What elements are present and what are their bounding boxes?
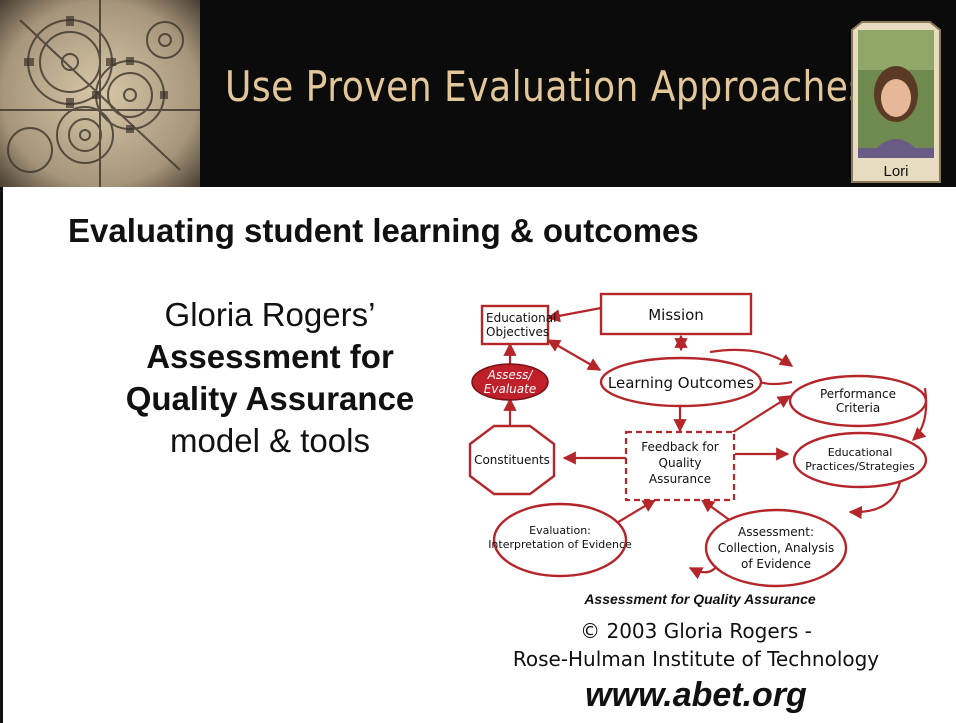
diagram-connectors bbox=[503, 306, 928, 580]
section-heading: Evaluating student learning & outcomes bbox=[68, 212, 699, 249]
node-assess-evaluate: Assess/ Evaluate bbox=[471, 363, 549, 401]
criteria-label-1: Performance bbox=[820, 387, 896, 401]
slide-title: Use Proven Evaluation Approaches bbox=[225, 62, 868, 111]
assess-label-2: Evaluate bbox=[484, 382, 536, 396]
evaluation-label-1: Evaluation: bbox=[529, 524, 591, 537]
assessment-cycle-diagram: Mission Educational Objectives Assess/ E… bbox=[468, 292, 928, 607]
arrow-mission-objectives bbox=[546, 306, 602, 323]
node-assessment: Assessment: Collection, Analysis of Evid… bbox=[704, 508, 848, 588]
author-line: Gloria Rogers’ bbox=[164, 296, 376, 333]
node-constituents: Constituents bbox=[468, 424, 556, 496]
diagram-caption: Assessment for Quality Assurance bbox=[583, 591, 816, 607]
header-bar: Use Proven Evaluation Approaches Lori bbox=[0, 0, 956, 187]
practices-label-1: Educational bbox=[828, 446, 893, 459]
mission-label: Mission bbox=[648, 306, 704, 324]
node-feedback: Feedback for Quality Assurance bbox=[624, 430, 736, 502]
feedback-label-3: Assurance bbox=[649, 472, 711, 486]
practices-label-2: Practices/Strategies bbox=[805, 460, 915, 473]
objectives-label-2: Objectives bbox=[486, 325, 549, 339]
feedback-label-2: Quality bbox=[659, 456, 702, 470]
arrow-feedback-criteria bbox=[729, 395, 792, 435]
arrow-outcomes-criteria bbox=[709, 348, 794, 367]
presenter-caption: Lori bbox=[883, 163, 909, 180]
model-tools-line: model & tools bbox=[170, 422, 370, 459]
assessment-label-3: of Evidence bbox=[741, 557, 811, 571]
model-name-line1: Assessment for bbox=[146, 338, 394, 375]
assess-label-1: Assess/ bbox=[487, 368, 535, 382]
source-url: www.abet.org bbox=[585, 676, 807, 714]
copyright-line2: Rose-Hulman Institute of Technology bbox=[512, 647, 880, 671]
model-name-line2: Quality Assurance bbox=[125, 380, 415, 417]
arrow-criteria-practices bbox=[912, 387, 928, 441]
outcomes-label: Learning Outcomes bbox=[608, 374, 754, 392]
node-learning-outcomes: Learning Outcomes bbox=[599, 356, 763, 408]
node-educational-practices: Educational Practices/Strategies bbox=[792, 431, 928, 489]
constituents-label: Constituents bbox=[474, 453, 550, 467]
arrow-objectives-outcomes bbox=[546, 339, 602, 371]
arrow-practices-assessment bbox=[848, 481, 902, 520]
node-educational-objectives: Educational Objectives bbox=[480, 304, 556, 346]
gears-illustration bbox=[0, 0, 200, 187]
presenter-photo bbox=[851, 21, 941, 183]
objectives-label-1: Educational bbox=[486, 311, 556, 325]
node-evaluation: Evaluation: Interpretation of Evidence bbox=[488, 502, 632, 578]
arrow-evaluation-feedback bbox=[614, 499, 657, 525]
arrow-outcomes-criteria-2 bbox=[759, 380, 793, 386]
copyright-block: © 2003 Gloria Rogers - Rose-Hulman Insti… bbox=[468, 617, 924, 673]
copyright-line1: © 2003 Gloria Rogers - bbox=[580, 619, 812, 643]
criteria-label-2: Criteria bbox=[836, 401, 880, 415]
assessment-label-2: Collection, Analysis bbox=[718, 541, 834, 555]
left-border bbox=[0, 187, 3, 723]
node-mission: Mission bbox=[599, 292, 753, 336]
node-performance-criteria: Performance Criteria bbox=[788, 374, 928, 428]
evaluation-label-2: Interpretation of Evidence bbox=[488, 538, 632, 551]
assessment-label-1: Assessment: bbox=[738, 525, 814, 539]
feedback-label-1: Feedback for bbox=[641, 440, 719, 454]
model-description: Gloria Rogers’ Assessment for Quality As… bbox=[95, 294, 445, 462]
